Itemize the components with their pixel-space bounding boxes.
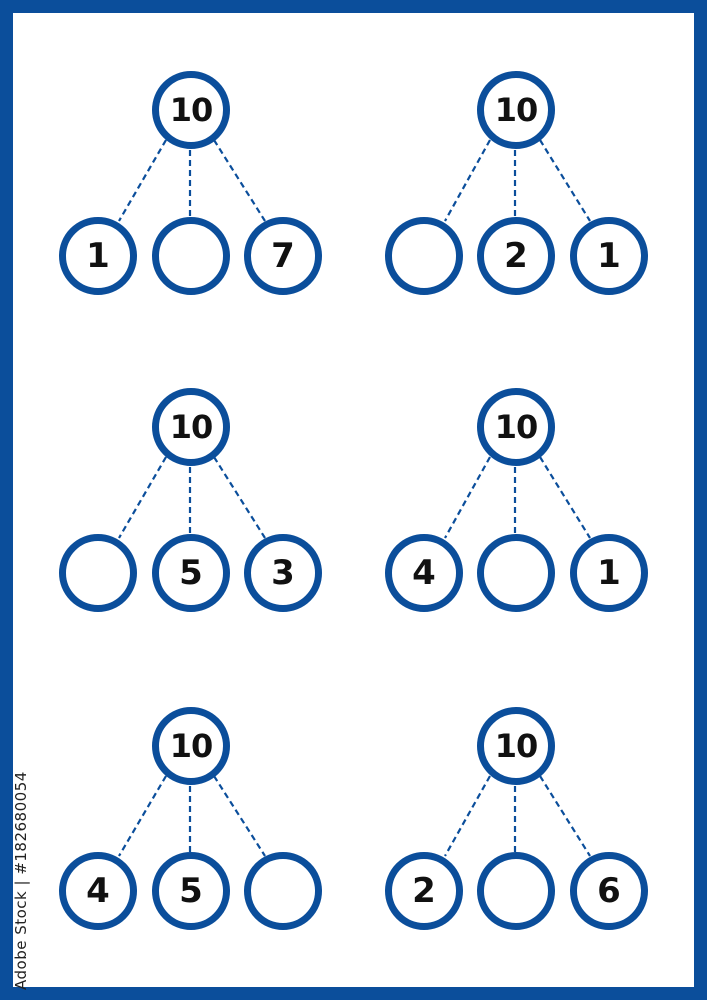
bond-5-part-1[interactable]: 4 [59,852,137,930]
bond-4-whole: 10 [477,388,555,466]
connector-line [539,139,591,222]
bond-1-part-1[interactable]: 1 [59,217,137,295]
connector-line [118,139,167,222]
bond-2-whole: 10 [477,71,555,149]
bond-2-part-2[interactable]: 2 [477,217,555,295]
bond-3-part-2[interactable]: 5 [152,534,230,612]
stock-id-strip: Adobe Stock | #182680054 [10,750,36,990]
bond-3-whole: 10 [152,388,230,466]
bond-4-part-3[interactable]: 1 [570,534,648,612]
connector-line [539,775,591,857]
stock-id-text: Adobe Stock | #182680054 [12,771,30,990]
connector-line [444,139,491,222]
bond-3-part-1[interactable] [59,534,137,612]
connector-line [539,456,591,539]
connector-line [444,775,491,857]
connector-line [213,456,266,539]
bond-2-part-3[interactable]: 1 [570,217,648,295]
connector-line [444,456,491,539]
bond-4-part-1[interactable]: 4 [385,534,463,612]
bond-6-part-1[interactable]: 2 [385,852,463,930]
bond-5-part-2[interactable]: 5 [152,852,230,930]
bond-2-part-1[interactable] [385,217,463,295]
connector-line [118,775,167,857]
connector-line [213,775,266,857]
bond-6-part-2[interactable] [477,852,555,930]
connector-line [213,139,266,222]
bond-3-part-3[interactable]: 3 [244,534,322,612]
bond-4-part-2[interactable] [477,534,555,612]
bond-1-part-3[interactable]: 7 [244,217,322,295]
bond-1-part-2[interactable] [152,217,230,295]
bond-5-part-3[interactable] [244,852,322,930]
bond-6-part-3[interactable]: 6 [570,852,648,930]
bond-5-whole: 10 [152,707,230,785]
bond-1-whole: 10 [152,71,230,149]
bond-6-whole: 10 [477,707,555,785]
connector-line [118,456,167,539]
